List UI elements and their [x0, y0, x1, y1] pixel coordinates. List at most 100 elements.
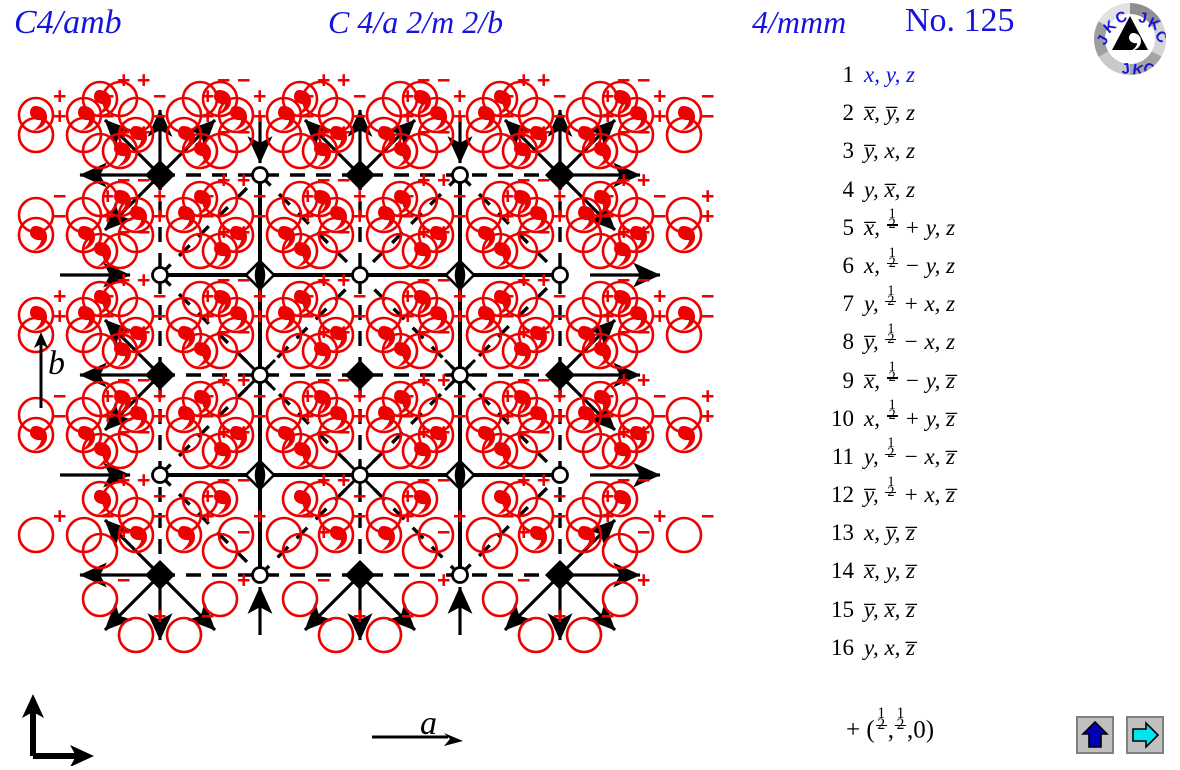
z-height-sign: −	[637, 119, 650, 145]
z-height-sign: −	[253, 203, 266, 229]
glide-plane-lines	[158, 173, 562, 577]
z-height-sign: +	[301, 203, 314, 229]
z-height-sign: +	[553, 203, 566, 229]
operation-number: 14	[831, 558, 854, 584]
operation-number: 8	[842, 329, 855, 355]
z-height-sign: −	[453, 383, 466, 409]
z-height-sign: −	[117, 567, 130, 593]
z-height-sign: +	[153, 603, 166, 629]
z-height-sign: −	[417, 467, 430, 493]
z-height-sign: +	[253, 83, 266, 109]
z-height-sign: −	[153, 83, 166, 109]
jkc-logo-icon: J K C J K C J K C	[1094, 3, 1166, 76]
z-height-sign: −	[701, 303, 714, 329]
operation-number: 5	[842, 214, 855, 240]
z-height-sign: −	[217, 267, 230, 293]
z-height-sign: −	[701, 503, 714, 529]
general-position-comma	[17, 216, 55, 254]
z-height-sign: −	[637, 267, 650, 293]
z-height-sign: +	[153, 383, 166, 409]
z-height-sign: −	[253, 183, 266, 209]
z-height-sign: +	[301, 403, 314, 429]
space-group-number: No. 125	[905, 2, 1015, 39]
z-height-sign: +	[417, 167, 430, 193]
z-height-sign: −	[437, 67, 450, 93]
z-height-sign: +	[317, 67, 330, 93]
z-height-sign: +	[617, 167, 630, 193]
z-height-sign: −	[437, 319, 450, 345]
z-height-sign: −	[553, 503, 566, 529]
z-height-sign: +	[553, 383, 566, 409]
operation-number: 3	[842, 138, 855, 164]
z-height-sign: −	[153, 503, 166, 529]
operation-expression: y̅, x̅, z̅	[864, 596, 916, 622]
z-height-sign: +	[701, 383, 714, 409]
z-height-sign: +	[437, 167, 450, 193]
z-height-sign: +	[53, 103, 66, 129]
z-height-sign: −	[537, 367, 550, 393]
z-height-sign: +	[201, 103, 214, 129]
z-height-sign: +	[401, 303, 414, 329]
z-height-sign: −	[553, 483, 566, 509]
z-height-sign: +	[237, 167, 250, 193]
operation-expression: x, y, z	[864, 62, 916, 87]
z-height-sign: +	[353, 183, 366, 209]
z-height-sign: +	[253, 503, 266, 529]
z-height-sign: +	[653, 283, 666, 309]
z-height-sign: +	[453, 503, 466, 529]
z-height-sign: −	[317, 567, 330, 593]
z-height-sign: +	[453, 283, 466, 309]
z-height-sign: +	[101, 403, 114, 429]
z-height-sign: +	[53, 303, 66, 329]
z-height-sign: +	[601, 103, 614, 129]
nav-right-button[interactable]	[1126, 716, 1164, 754]
z-height-sign: −	[337, 167, 350, 193]
z-height-sign: −	[253, 403, 266, 429]
operation-expression: y, x, z̅	[864, 634, 916, 660]
z-height-sign: −	[53, 203, 66, 229]
four-fold-rotation-axis	[451, 166, 469, 184]
general-position-open	[517, 616, 555, 654]
z-height-sign: +	[637, 567, 650, 593]
z-height-sign: −	[517, 367, 530, 393]
z-height-sign: −	[253, 383, 266, 409]
z-height-sign: −	[153, 483, 166, 509]
nav-up-button[interactable]	[1076, 716, 1114, 754]
z-height-sign: +	[453, 303, 466, 329]
z-height-sign: −	[437, 519, 450, 545]
general-position-comma	[281, 480, 319, 518]
general-position-comma	[81, 480, 119, 518]
z-height-sign: +	[653, 103, 666, 129]
z-height-sign: −	[553, 103, 566, 129]
operation-expression: x, y̅, z̅	[864, 520, 916, 546]
z-height-sign: +	[237, 567, 250, 593]
four-fold-rotation-axis	[551, 466, 569, 484]
four-fold-rotation-axis	[551, 266, 569, 284]
z-height-sign: +	[153, 203, 166, 229]
z-height-sign: +	[353, 383, 366, 409]
operation-expression: x̅, y, z̅	[864, 558, 916, 584]
z-height-sign: −	[317, 167, 330, 193]
z-height-sign: +	[117, 467, 130, 493]
z-height-sign: −	[553, 303, 566, 329]
svg-text:K: K	[1131, 61, 1144, 76]
z-height-sign: −	[237, 519, 250, 545]
svg-text:J: J	[1137, 9, 1148, 27]
four-fold-rotation-axis	[251, 166, 269, 184]
z-height-sign: −	[701, 83, 714, 109]
general-position-comma	[165, 516, 203, 554]
z-height-sign: −	[701, 103, 714, 129]
z-height-sign: +	[517, 67, 530, 93]
z-height-sign: −	[217, 67, 230, 93]
z-height-sign: +	[337, 467, 350, 493]
